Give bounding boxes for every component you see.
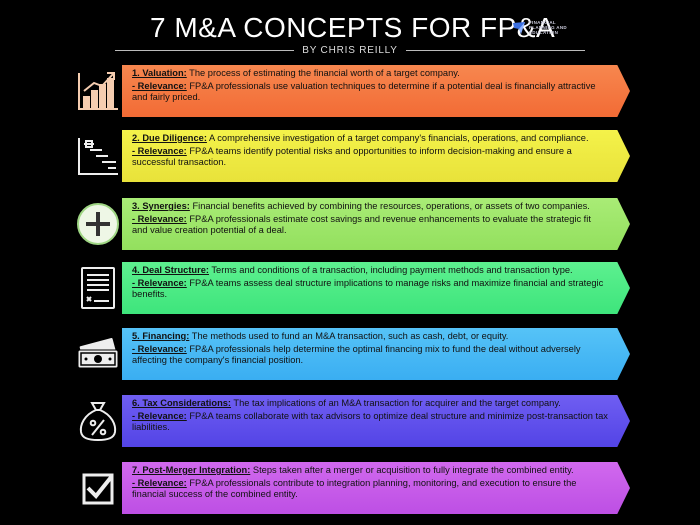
divider — [115, 50, 295, 51]
logo: FINANCIAL PLANNING AND EDUCATION — [512, 20, 567, 35]
concept-due-diligence: 2. Due Diligence: A comprehensive invest… — [70, 130, 630, 182]
concept-post-merger-integration: 7. Post-Merger Integration: Steps taken … — [70, 462, 630, 514]
checkbox-icon — [76, 466, 120, 510]
concept-banner: 5. Financing: The methods used to fund a… — [122, 328, 630, 380]
concept-tax-considerations: 6. Tax Considerations: The tax implicati… — [70, 395, 630, 447]
concept-banner: 6. Tax Considerations: The tax implicati… — [122, 395, 630, 447]
concept-banner: 3. Synergies: Financial benefits achieve… — [122, 198, 630, 250]
concept-banner: 2. Due Diligence: A comprehensive invest… — [122, 130, 630, 182]
logo-icon — [513, 21, 525, 34]
byline: BY CHRIS REILLY — [115, 45, 585, 56]
cash-icon — [76, 332, 120, 376]
gantt-chart-icon — [76, 134, 120, 178]
concept-financing: 5. Financing: The methods used to fund a… — [70, 328, 630, 380]
contract-icon — [76, 266, 120, 310]
money-bag-percent-icon — [76, 399, 120, 443]
divider — [405, 50, 585, 51]
concept-valuation: 1. Valuation: The process of estimating … — [70, 65, 630, 117]
concept-deal-structure: 4. Deal Structure: Terms and conditions … — [70, 262, 630, 314]
concept-banner: 7. Post-Merger Integration: Steps taken … — [122, 462, 630, 514]
header: 7 M&A CONCEPTS FOR FP&A FINANCIAL PLANNI… — [0, 0, 700, 62]
concept-banner: 1. Valuation: The process of estimating … — [122, 65, 630, 117]
author: BY CHRIS REILLY — [302, 45, 398, 56]
concept-synergies: 3. Synergies: Financial benefits achieve… — [70, 198, 630, 250]
plus-circle-icon — [76, 202, 120, 246]
page-title: 7 M&A CONCEPTS FOR FP&A — [150, 12, 556, 43]
growth-chart-icon — [76, 69, 120, 113]
concept-banner: 4. Deal Structure: Terms and conditions … — [122, 262, 630, 314]
